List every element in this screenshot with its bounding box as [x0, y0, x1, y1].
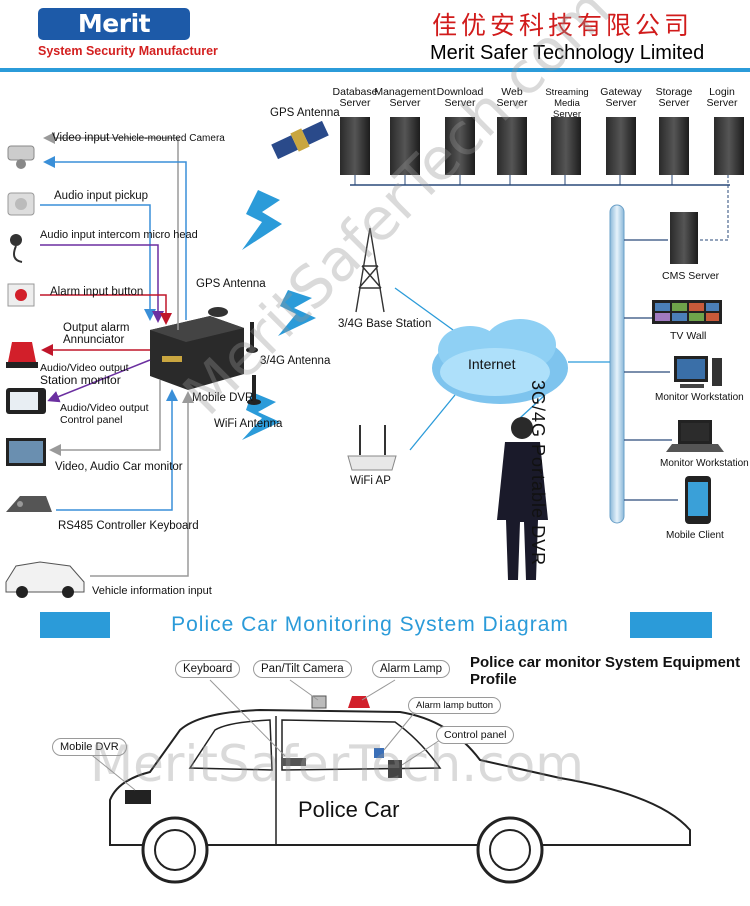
- police-officer-icon: [497, 417, 548, 580]
- gps-satellite-icon: [271, 120, 329, 160]
- link-internet-wifi: [409, 394, 456, 451]
- cms-server-icon: [670, 212, 698, 264]
- company-logo: Merit Safer: [38, 8, 190, 70]
- header-divider: [0, 68, 750, 72]
- logo-subtitle: System Security Manufacturer: [38, 44, 218, 58]
- callout-alarm-lamp-button: Alarm lamp button: [408, 697, 502, 714]
- base-station-icon: [355, 227, 385, 313]
- monitor-workstation-icon: [674, 356, 722, 388]
- wifi-antenna-label: WiFi Antenna: [214, 418, 283, 430]
- peripheral-icons: [5, 145, 85, 598]
- callout-lines: [87, 679, 441, 791]
- company-name-en: Merit Safer Technology Limited: [430, 42, 705, 64]
- antenna-34g-label: 3/4G Antenna: [260, 355, 331, 367]
- police-car-label: Police Car: [298, 797, 400, 822]
- police-car-drawing: [109, 695, 691, 884]
- mobile-dvr-icon: [150, 316, 244, 390]
- monitor-workstation-label-1: Monitor Workstation: [655, 392, 744, 403]
- tv-wall-label: TV Wall: [670, 330, 707, 342]
- profile-title: Police car monitor System Equipment Prof…: [470, 654, 741, 688]
- camera-label: Vehicle-mounted Camera: [112, 133, 225, 144]
- server-bus: [350, 175, 730, 241]
- watermark-horizontal: MeritSaferTech.com: [90, 735, 584, 793]
- internet-label: Internet: [468, 356, 516, 372]
- gps-antenna-icon: [208, 307, 228, 317]
- internet-cloud-icon: [432, 319, 568, 404]
- tv-wall-icon: [652, 300, 722, 324]
- mobile-dvr-label: Mobile DVR: [192, 392, 254, 404]
- signal-arrows: [40, 132, 194, 577]
- base-station-label: 3/4G Base Station: [338, 318, 432, 330]
- wifi-ap-label: WiFi AP: [350, 475, 391, 487]
- mobile-client-label: Mobile Client: [666, 530, 724, 541]
- video-input-label: Video input: [52, 132, 110, 144]
- laptop-icon: [666, 420, 724, 452]
- wifi-antenna-icon: [247, 375, 261, 405]
- mobile-client-icon: [685, 476, 711, 524]
- callout-alarm-lamp: Alarm Lamp: [372, 660, 450, 678]
- monitor-workstation-label-2: Monitor Workstation: [660, 458, 749, 469]
- callout-mobile-dvr: Mobile DVR: [52, 738, 127, 756]
- alarm-button-label: Alarm input button: [50, 286, 144, 298]
- company-name-cn: 佳优安科技有限公司: [432, 11, 694, 40]
- audio-pickup-label: Audio input pickup: [54, 190, 148, 202]
- audio-intercom-label: Audio input intercom micro head: [40, 229, 198, 241]
- gps-antenna-label: GPS Antenna: [196, 278, 266, 290]
- rs485-label: RS485 Controller Keyboard: [58, 520, 199, 532]
- callout-keyboard: Keyboard: [175, 660, 241, 678]
- wifi-ap-icon: [347, 425, 397, 471]
- callout-control-panel: Control panel: [436, 726, 515, 744]
- server-icons: [340, 117, 744, 175]
- portable-dvr-label: 3G/4G Portable DVR: [528, 380, 548, 567]
- cms-server-label: CMS Server: [662, 270, 720, 282]
- backbone-links: [624, 239, 678, 501]
- link-internet-officer: [519, 394, 546, 419]
- car-monitor-label: Video, Audio Car monitor: [55, 461, 183, 473]
- gps-satellite-label: GPS Antenna: [270, 107, 340, 119]
- antenna-34g-icon: [246, 322, 258, 353]
- diagram-title: Police Car Monitoring System Diagram: [110, 612, 630, 638]
- diagram-title-band: Police Car Monitoring System Diagram: [40, 612, 712, 638]
- vehicle-info-label: Vehicle information input: [92, 585, 212, 597]
- link-tower-internet: [394, 287, 461, 336]
- callout-ptz-camera: Pan/Tilt Camera: [253, 660, 352, 678]
- network-backbone: [609, 204, 625, 524]
